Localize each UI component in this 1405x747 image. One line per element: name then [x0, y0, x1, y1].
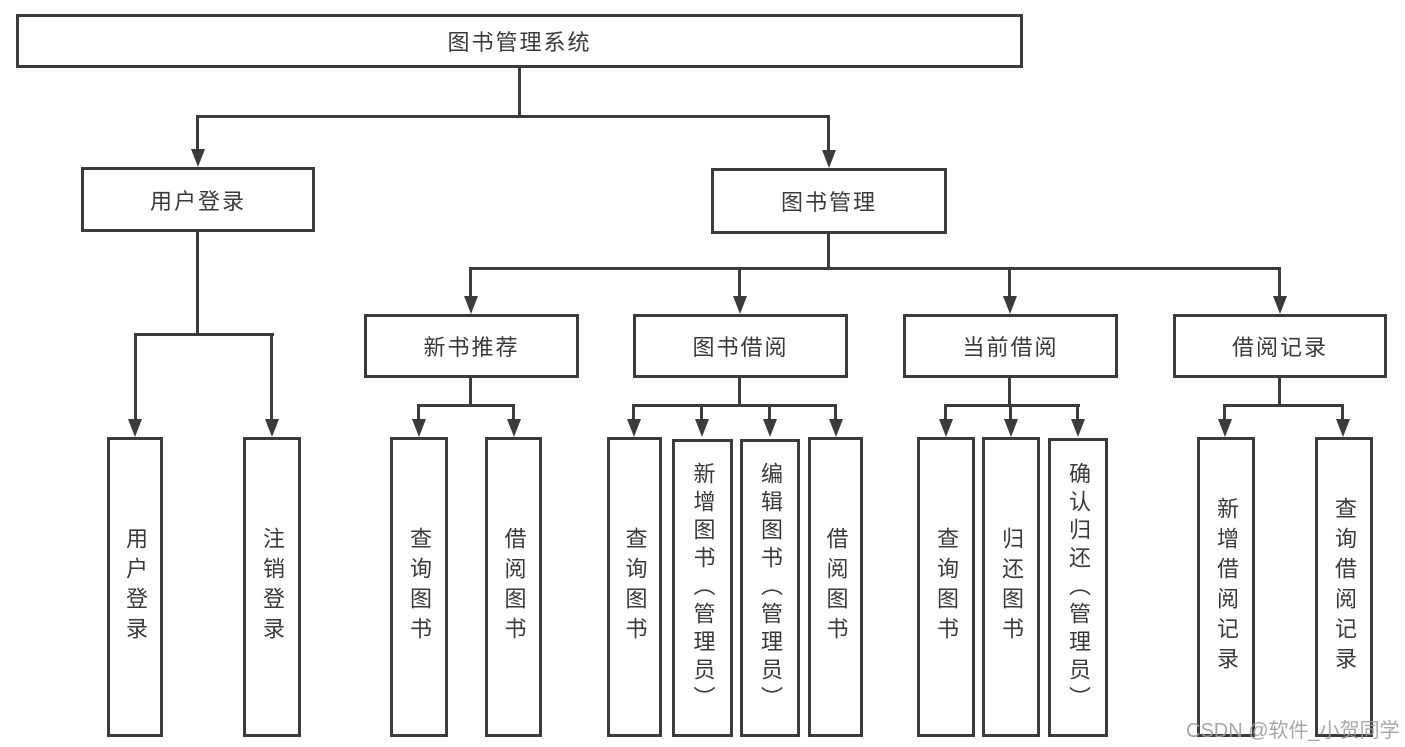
connector-line [512, 404, 515, 420]
node-label: 查询图书 [622, 527, 648, 647]
node-root-library-system: 图书管理系统 [16, 14, 1023, 68]
arrow-head [191, 149, 205, 167]
node-label: 借阅记录 [1231, 335, 1328, 360]
connector-line [834, 404, 837, 420]
connector-line [632, 404, 837, 407]
connector-line [134, 333, 137, 419]
arrow-head [412, 419, 426, 437]
connector-line [1278, 267, 1281, 296]
leaf-node-cb-query-books: 查询图书 [917, 437, 975, 737]
leaf-node-nb-borrow-books: 借阅图书 [485, 437, 542, 737]
leaf-node-cb-return-books: 归还图书 [982, 437, 1040, 737]
arrow-head [939, 419, 953, 437]
leaf-node-login: 用户登录 [107, 437, 163, 737]
node-label: 图书借阅 [692, 335, 789, 360]
leaf-node-nb-query-books: 查询图书 [390, 437, 448, 737]
node-label: 新书推荐 [423, 335, 520, 360]
node-label: 编辑图书（管理员） [758, 462, 783, 714]
connector-line [134, 333, 274, 336]
arrow-head [1336, 419, 1350, 437]
arrow-head [1218, 419, 1232, 437]
connector-line [944, 404, 1080, 407]
arrow-head [695, 419, 709, 437]
connector-line [944, 404, 947, 420]
connector-line [1076, 404, 1079, 420]
arrow-head [1004, 419, 1018, 437]
node-label: 新增图书（管理员） [690, 462, 716, 714]
arrow-head [265, 419, 279, 437]
arrow-head [733, 296, 747, 314]
arrow-head [763, 419, 777, 437]
connector-line [469, 267, 472, 296]
node-label: 查询图书 [407, 527, 432, 647]
connector-line [196, 115, 199, 151]
arrow-head [128, 419, 142, 437]
leaf-node-cb-confirm-return: 确认归还（管理员） [1048, 438, 1108, 737]
leaf-node-bb-borrow-books: 借阅图书 [808, 437, 863, 737]
connector-line [417, 404, 420, 420]
node-book-management: 图书管理 [711, 168, 947, 234]
connector-line [196, 232, 199, 335]
arrow-head [627, 419, 641, 437]
node-label: 注销登录 [260, 527, 285, 647]
leaf-node-bb-query-books: 查询图书 [607, 437, 662, 737]
connector-line [1008, 378, 1011, 407]
connector-line [1009, 404, 1012, 420]
connector-line [1223, 404, 1226, 420]
node-label: 借阅图书 [823, 527, 849, 647]
leaf-node-bb-edit-books: 编辑图书（管理员） [740, 439, 800, 737]
csdn-watermark: CSDN @软件_小贺同学 [1186, 720, 1400, 742]
connector-line [632, 404, 635, 420]
node-user-login: 用户登录 [81, 167, 315, 232]
connector-line [827, 234, 830, 269]
leaf-node-bb-add-books: 新增图书（管理员） [672, 439, 733, 737]
node-label: 归还图书 [999, 527, 1024, 647]
connector-line [1341, 404, 1344, 420]
node-label: 图书管理 [780, 190, 877, 215]
node-label: 借阅图书 [501, 527, 527, 647]
arrow-head [1071, 419, 1085, 437]
connector-line [270, 333, 273, 419]
connector-line [738, 378, 741, 407]
arrow-head [464, 296, 478, 314]
node-label: 确认归还（管理员） [1066, 461, 1091, 714]
connector-line [700, 404, 703, 420]
arrow-head [822, 150, 836, 168]
node-label: 用户登录 [149, 188, 246, 214]
connector-line [1223, 404, 1344, 407]
arrow-head [1273, 296, 1287, 314]
node-book-borrow: 图书借阅 [633, 314, 848, 378]
connector-line [827, 115, 830, 152]
connector-line [1278, 378, 1281, 407]
node-current-borrow: 当前借阅 [903, 314, 1118, 378]
connector-line [469, 267, 1281, 270]
connector-line [768, 404, 771, 420]
node-label: 用户登录 [123, 527, 148, 647]
connector-line [196, 115, 830, 118]
arrow-head [1003, 296, 1017, 314]
leaf-node-rec-add-record: 新增借阅记录 [1197, 437, 1255, 737]
node-label: 新增借阅记录 [1214, 497, 1239, 677]
node-new-book-recommend: 新书推荐 [364, 314, 579, 378]
node-borrow-records: 借阅记录 [1173, 314, 1387, 378]
connector-line [518, 68, 521, 118]
node-label: 图书管理系统 [447, 30, 592, 55]
leaf-node-rec-query-record: 查询借阅记录 [1315, 437, 1373, 737]
node-label: 当前借阅 [962, 335, 1059, 360]
connector-line [417, 404, 515, 407]
node-label: 查询图书 [934, 527, 959, 647]
arrow-head [507, 419, 521, 437]
leaf-node-logout: 注销登录 [243, 437, 301, 737]
connector-line [738, 267, 741, 296]
arrow-head [829, 419, 843, 437]
connector-line [469, 378, 472, 407]
connector-line [1008, 267, 1011, 296]
node-label: 查询借阅记录 [1332, 497, 1357, 677]
